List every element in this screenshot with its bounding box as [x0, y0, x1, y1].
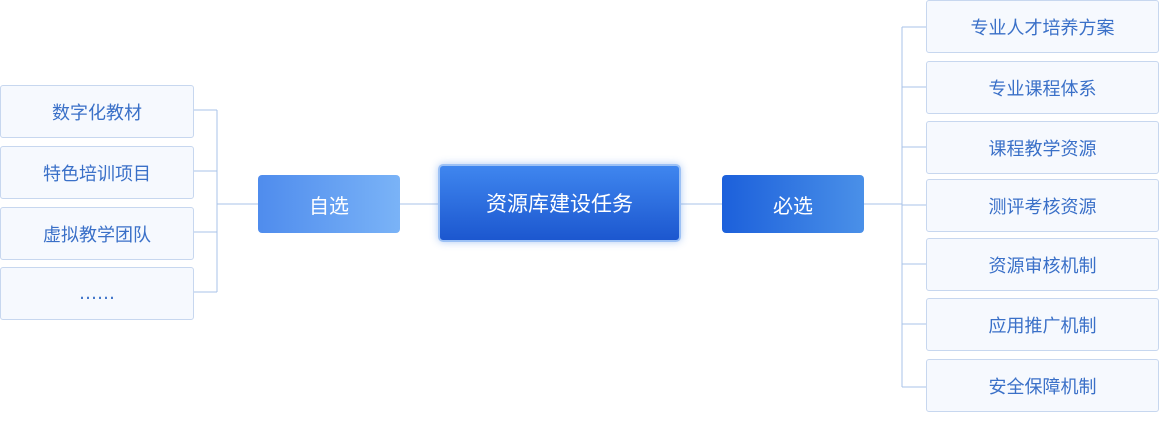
node-course-teaching-resources: 课程教学资源	[926, 121, 1159, 174]
node-promotion-mechanism: 应用推广机制	[926, 298, 1159, 351]
node-assessment-resources: 测评考核资源	[926, 179, 1159, 232]
node-talent-training-plan: 专业人才培养方案	[926, 0, 1159, 53]
node-resource-review-mechanism: 资源审核机制	[926, 238, 1159, 291]
node-course-system: 专业课程体系	[926, 61, 1159, 114]
node-security-mechanism: 安全保障机制	[926, 359, 1159, 412]
node-digital-textbook: 数字化教材	[0, 85, 194, 138]
root-node: 资源库建设任务	[438, 164, 681, 242]
node-virtual-teaching-team: 虚拟教学团队	[0, 207, 194, 260]
node-more-ellipsis: ……	[0, 267, 194, 320]
branch-optional: 自选	[258, 175, 400, 233]
branch-required: 必选	[722, 175, 864, 233]
node-special-training-project: 特色培训项目	[0, 146, 194, 199]
